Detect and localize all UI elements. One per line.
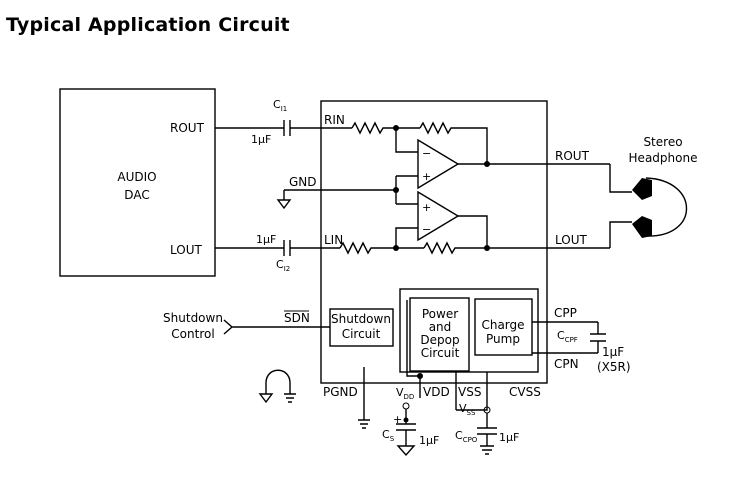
svg-text:Depop: Depop [420,333,459,347]
cap-i2-value: 1µF [256,233,276,246]
svg-text:−: − [422,223,431,236]
right-input-path [215,120,488,164]
vss-wire [455,372,488,411]
pin-pgnd: PGND [323,385,358,399]
flying-capacitor [532,321,606,354]
svg-text:+: + [422,170,431,183]
shutdown-control-line1: Shutdown [163,311,223,325]
pin-lin: LIN [324,233,343,247]
pin-rout: ROUT [555,149,590,163]
pin-cpp: CPP [554,306,577,320]
vss-supply [477,406,497,455]
cap-cpf-type: (X5R) [597,360,631,374]
pin-cvss: CVSS [509,385,541,399]
dac-label-line2: DAC [124,188,149,202]
audio-dac-block: AUDIO DAC ROUT LOUT [59,88,216,277]
page-title: Typical Application Circuit [6,14,290,36]
svg-text:Circuit: Circuit [421,346,460,360]
vdd-node-label: VDD [396,386,414,401]
shutdown-circuit-block: Shutdown Circuit [329,308,394,347]
vdd-wire [406,300,421,398]
cap-cpf-value: 1µF [602,345,624,359]
pin-lout: LOUT [555,233,587,247]
svg-text:Circuit: Circuit [342,327,381,341]
svg-text:+: + [422,201,431,214]
left-input-path [215,227,610,256]
cap-i2-label: CI2 [276,258,290,273]
cap-cpo-value: 1µF [499,431,519,444]
ground-legend-icon [258,369,296,404]
svg-text:+: + [393,413,402,426]
right-amplifier: − + [417,138,610,190]
vss-node-label: VSS [459,402,476,417]
dac-rout-label: ROUT [170,121,205,135]
pin-cpn: CPN [554,357,579,371]
pin-vdd: VDD [423,385,450,399]
pin-gnd: GND [289,175,317,189]
dac-label-line1: AUDIO [117,170,156,184]
shutdown-input-arrow [223,319,330,335]
vdd-supply: + [393,402,416,457]
pin-rin: RIN [324,113,345,127]
charge-pump-block: Charge Pump [474,298,533,356]
left-amplifier: + − [417,190,490,251]
svg-text:Power: Power [422,307,458,321]
pgnd-ground [358,419,370,429]
pin-vss: VSS [458,385,481,399]
cap-i1-label: CI1 [273,98,287,113]
headphone-label-line1: Stereo [643,135,682,149]
cap-cs-label: CS [382,428,395,443]
svg-text:Shutdown: Shutdown [331,312,391,326]
svg-text:Charge: Charge [481,318,524,332]
shutdown-control-line2: Control [171,327,214,341]
svg-text:Pump: Pump [486,332,520,346]
svg-text:−: − [422,147,431,160]
cap-cs-value: 1µF [419,434,439,447]
cap-cpf-label: CCPF [557,329,578,344]
power-depop-block: Power and Depop Circuit [409,297,470,372]
svg-text:and: and [429,320,452,334]
gnd-bias-path [276,175,418,210]
cap-cpo-label: CCPO [455,429,478,444]
pin-sdn: SDN [284,311,310,325]
stereo-headphone [609,164,687,248]
cap-i1-value: 1µF [251,133,271,146]
dac-lout-label: LOUT [170,243,202,257]
headphone-label-line2: Headphone [629,151,698,165]
